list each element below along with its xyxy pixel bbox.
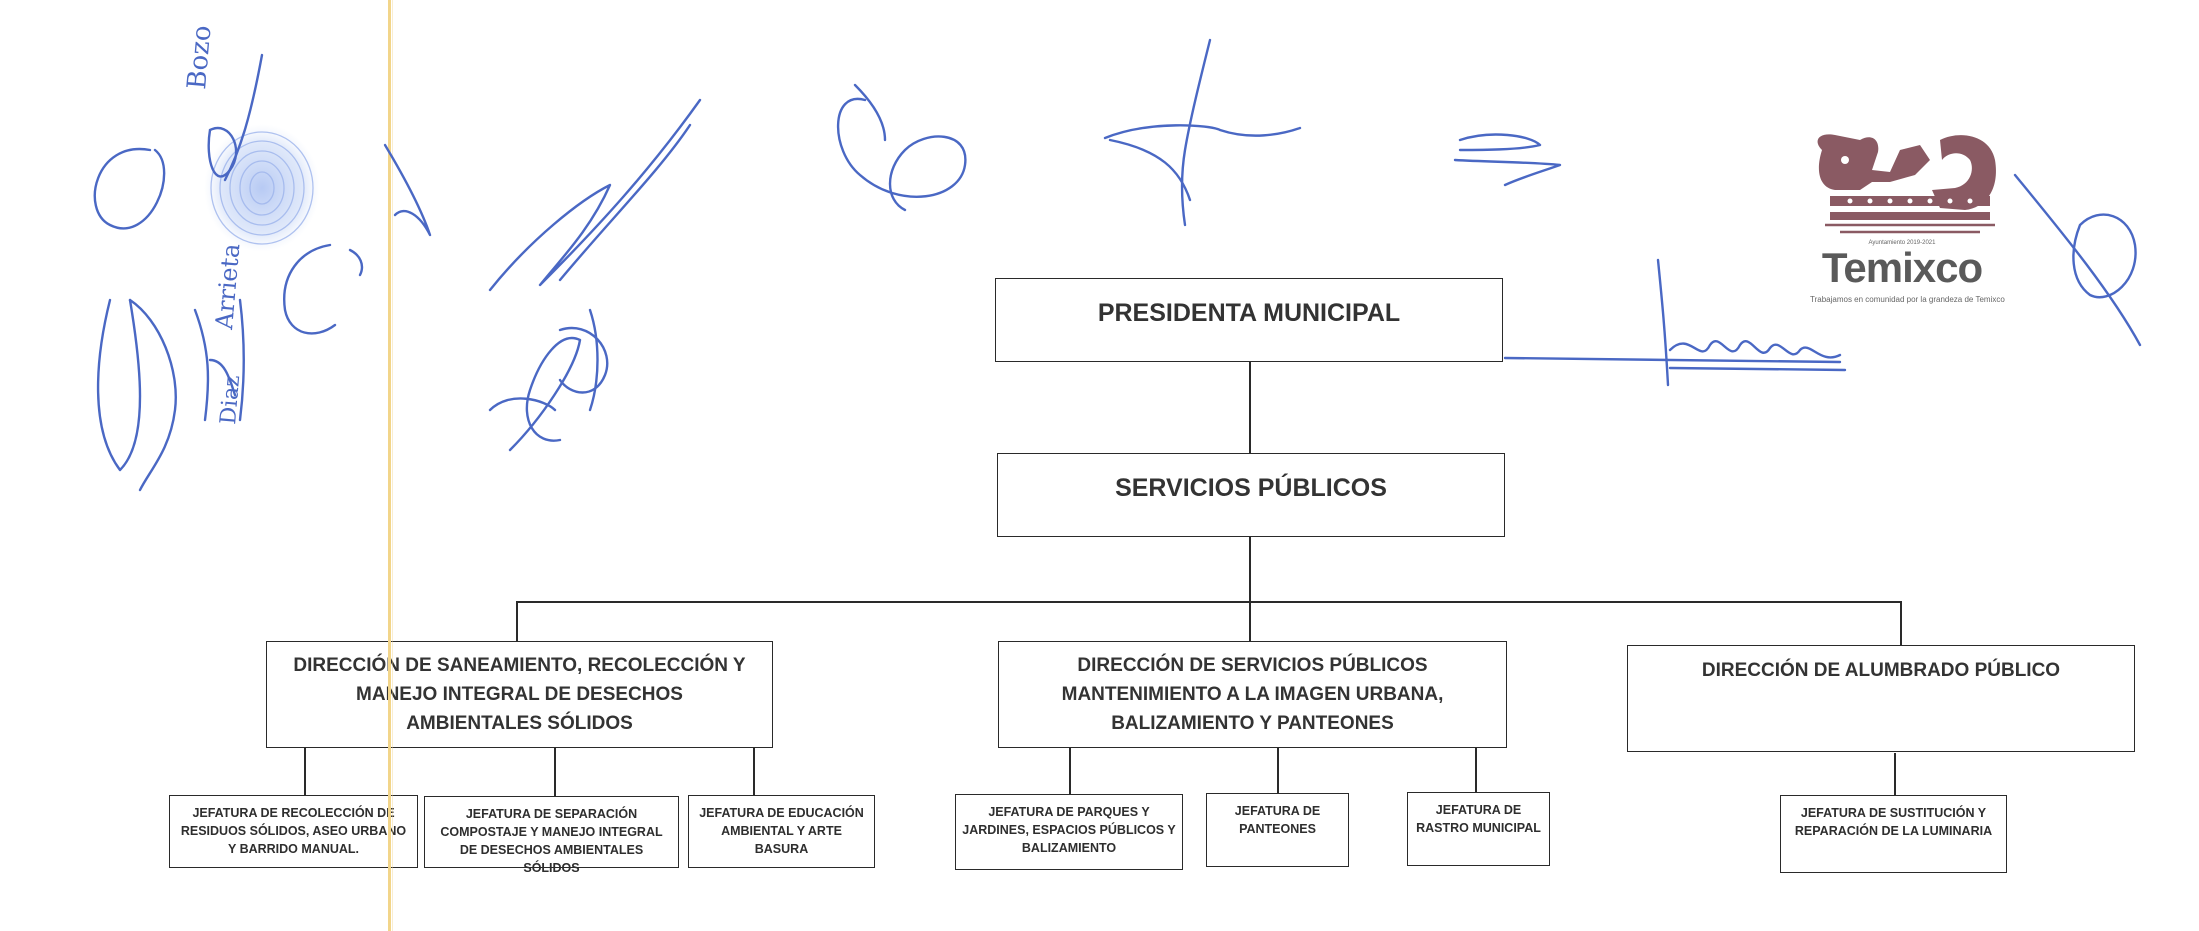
connector-bus-left bbox=[516, 601, 518, 641]
box-jef-educacion-label: JEFATURA DE EDUCACIÓN AMBIENTAL Y ARTE B… bbox=[699, 806, 864, 856]
signature-9 bbox=[2013, 173, 2142, 347]
signature-6 bbox=[1103, 38, 1302, 227]
connector-bus-horizontal bbox=[516, 601, 1902, 603]
connector-jef-rastro bbox=[1475, 748, 1477, 793]
connector-jef-separacion bbox=[554, 748, 556, 797]
box-dir-saneamiento: DIRECCIÓN DE SANEAMIENTO, RECOLECCIÓN Y … bbox=[266, 641, 773, 748]
logo-wordmark: Temixco bbox=[1821, 244, 1983, 291]
signature-1: Bozo Arrieta Diaz bbox=[93, 24, 264, 492]
logo-period: Ayuntamiento 2019-2021 bbox=[1868, 240, 1936, 246]
box-servicios-label: SERVICIOS PÚBLICOS bbox=[1115, 473, 1387, 502]
logo-tagline: Trabajamos en comunidad por la grandeza … bbox=[1810, 295, 2005, 304]
connector-bus-center bbox=[1249, 601, 1251, 641]
box-jef-rastro-label: JEFATURA DE RASTRO MUNICIPAL bbox=[1416, 803, 1541, 835]
box-jef-rastro: JEFATURA DE RASTRO MUNICIPAL bbox=[1407, 792, 1550, 866]
box-dir-alumbrado-label: DIRECCIÓN DE ALUMBRADO PÚBLICO bbox=[1701, 660, 2061, 681]
connector-jef-educacion bbox=[753, 748, 755, 796]
box-dir-saneamiento-label: DIRECCIÓN DE SANEAMIENTO, RECOLECCIÓN Y … bbox=[293, 655, 746, 734]
signature-5 bbox=[836, 83, 967, 212]
connector-jef-recoleccion bbox=[304, 748, 306, 796]
box-jef-parques: JEFATURA DE PARQUES Y JARDINES, ESPACIOS… bbox=[955, 794, 1183, 870]
connector-presidenta-servicios bbox=[1249, 362, 1251, 454]
box-presidenta-municipal: PRESIDENTA MUNICIPAL bbox=[995, 278, 1503, 362]
box-dir-alumbrado: DIRECCIÓN DE ALUMBRADO PÚBLICO bbox=[1627, 645, 2135, 752]
signature-8 bbox=[1503, 258, 1847, 387]
signature-7 bbox=[1453, 133, 1562, 187]
connector-jef-panteones bbox=[1277, 748, 1279, 794]
connector-servicios-bus bbox=[1249, 536, 1251, 602]
box-jef-separacion-label: JEFATURA DE SEPARACIÓN COMPOSTAJE Y MANE… bbox=[440, 807, 663, 875]
connector-jef-parques bbox=[1069, 748, 1071, 795]
box-dir-servicios: DIRECCIÓN DE SERVICIOS PÚBLICOS MANTENIM… bbox=[998, 641, 1507, 748]
box-presidenta-label: PRESIDENTA MUNICIPAL bbox=[1097, 298, 1401, 327]
box-dir-servicios-label: DIRECCIÓN DE SERVICIOS PÚBLICOS MANTENIM… bbox=[1061, 655, 1444, 734]
scan-stripe bbox=[388, 0, 391, 931]
box-jef-sustitucion-label: JEFATURA DE SUSTITUCIÓN Y REPARACIÓN DE … bbox=[1794, 806, 1993, 838]
svg-text:Bozo: Bozo bbox=[182, 24, 217, 90]
connector-bus-right bbox=[1900, 601, 1902, 646]
signature-4 bbox=[488, 308, 609, 452]
box-jef-sustitucion: JEFATURA DE SUSTITUCIÓN Y REPARACIÓN DE … bbox=[1780, 795, 2007, 873]
svg-text:Arrieta: Arrieta bbox=[210, 242, 245, 331]
thumbprint-mark bbox=[204, 124, 320, 252]
box-jef-panteones-label: JEFATURA DE PANTEONES bbox=[1234, 804, 1321, 836]
box-jef-recoleccion-label: JEFATURA DE RECOLECCIÓN DE RESIDUOS SÓLI… bbox=[180, 806, 407, 856]
box-jef-panteones: JEFATURA DE PANTEONES bbox=[1206, 793, 1349, 867]
scan-stripe-faint bbox=[392, 0, 393, 931]
signature-2 bbox=[283, 143, 432, 335]
connector-jef-sustitucion bbox=[1894, 753, 1896, 796]
temixco-emblem-icon bbox=[1817, 134, 1996, 234]
box-jef-recoleccion: JEFATURA DE RECOLECCIÓN DE RESIDUOS SÓLI… bbox=[169, 795, 418, 868]
box-jef-parques-label: JEFATURA DE PARQUES Y JARDINES, ESPACIOS… bbox=[962, 805, 1176, 855]
signature-3 bbox=[488, 98, 702, 292]
box-servicios-publicos: SERVICIOS PÚBLICOS bbox=[997, 453, 1505, 537]
box-jef-educacion: JEFATURA DE EDUCACIÓN AMBIENTAL Y ARTE B… bbox=[688, 795, 875, 868]
svg-text:Diaz: Diaz bbox=[216, 374, 245, 425]
box-jef-separacion: JEFATURA DE SEPARACIÓN COMPOSTAJE Y MANE… bbox=[424, 796, 679, 875]
